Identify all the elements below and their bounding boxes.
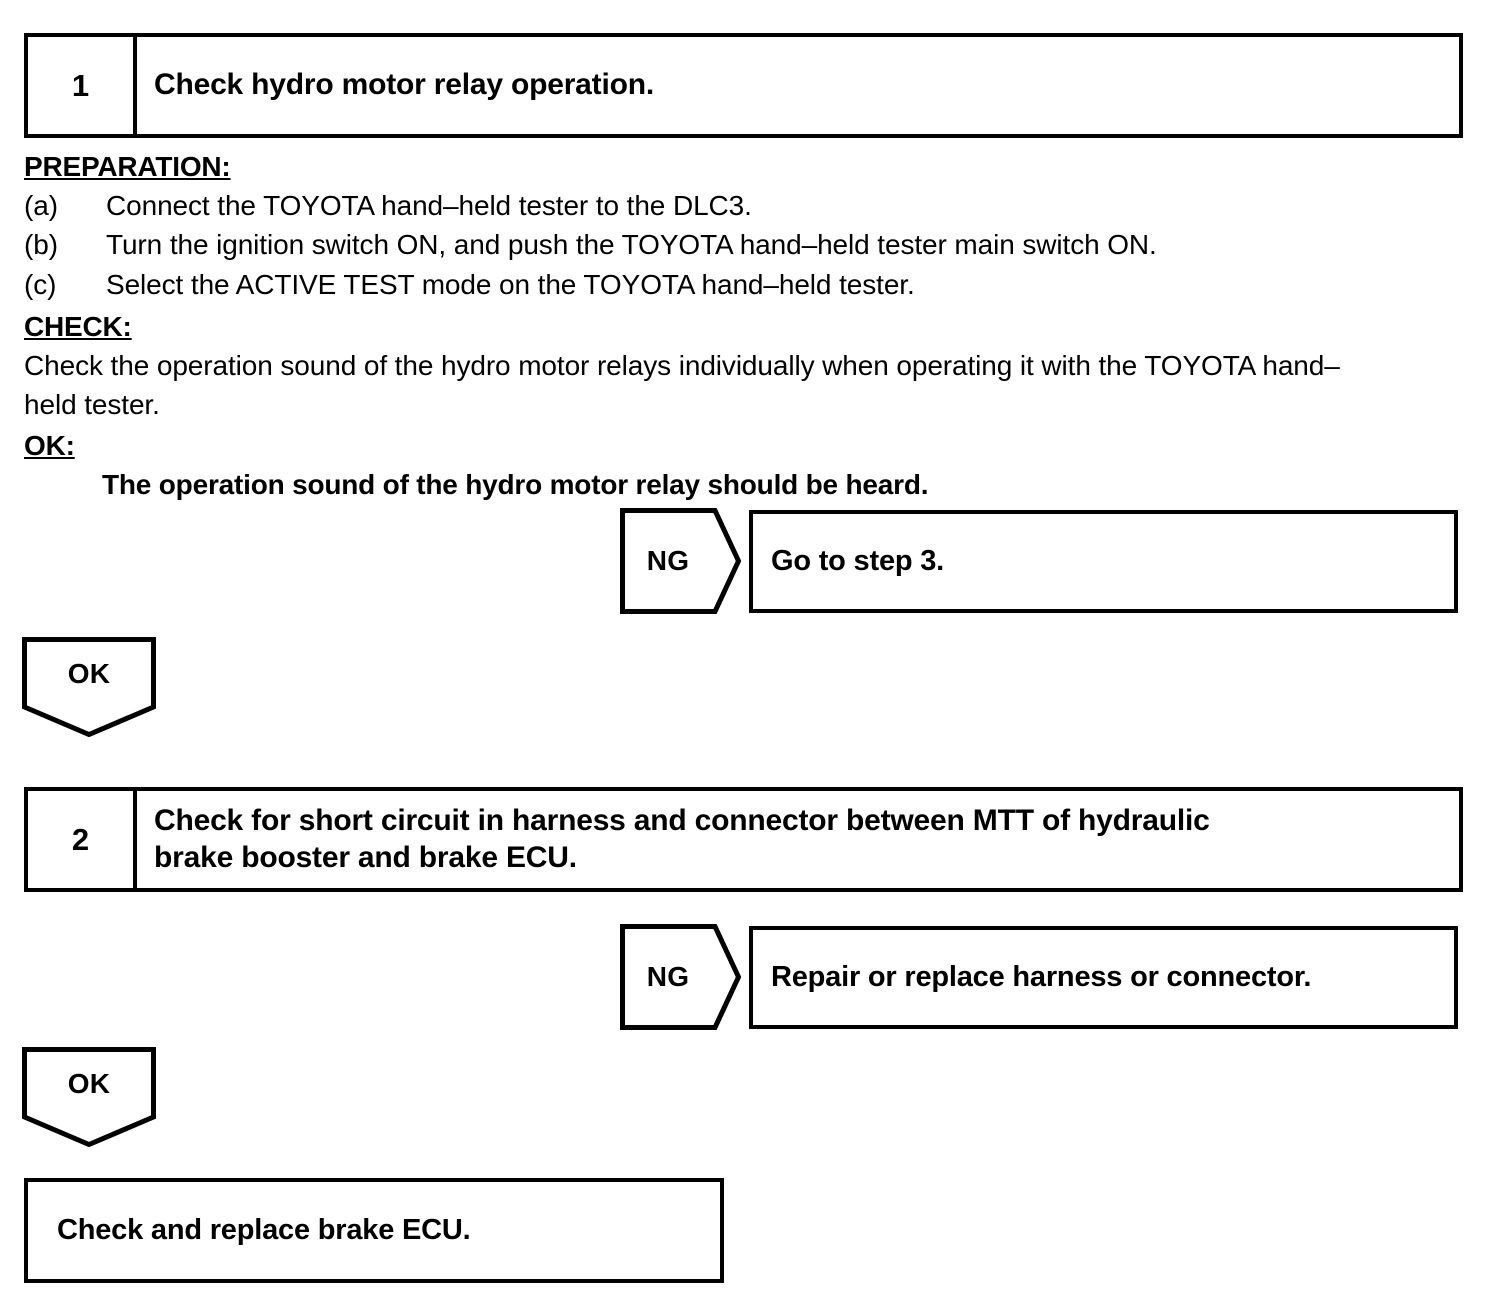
preparation-heading: PREPARATION: bbox=[24, 151, 231, 182]
step-2-ng-result-box: Repair or replace harness or connector. bbox=[749, 926, 1458, 1029]
step-2-ok-label: OK bbox=[67, 1068, 111, 1099]
preparation-item-b: (b) Turn the ignition switch ON, and pus… bbox=[24, 225, 1474, 265]
ok-criteria-section: OK: The operation sound of the hydro mot… bbox=[24, 427, 1474, 504]
step-1-ng-pentagon: NG bbox=[620, 508, 741, 614]
step-1-ng-label: NG bbox=[646, 545, 690, 576]
preparation-item-c-marker: (c) bbox=[24, 269, 57, 301]
ok-criteria-heading: OK: bbox=[24, 430, 75, 461]
preparation-item-b-marker: (b) bbox=[24, 229, 58, 261]
step-2-ng-label: NG bbox=[646, 961, 690, 992]
preparation-item-a: (a) Connect the TOYOTA hand–held tester … bbox=[24, 186, 1474, 226]
final-action-box: Check and replace brake ECU. bbox=[24, 1178, 724, 1283]
check-section: CHECK: Check the operation sound of the … bbox=[24, 308, 1474, 425]
final-action-text: Check and replace brake ECU. bbox=[57, 1214, 471, 1246]
preparation-item-a-marker: (a) bbox=[24, 189, 58, 221]
step-1-ng-result-text: Go to step 3. bbox=[771, 545, 945, 577]
step-2-number: 2 bbox=[28, 791, 137, 888]
step-1-title: Check hydro motor relay operation. bbox=[137, 37, 1459, 134]
step-1-ok-pentagon: OK bbox=[22, 637, 156, 737]
step-1-title-line-1: Check hydro motor relay operation. bbox=[154, 68, 654, 102]
check-text-line-1: Check the operation sound of the hydro m… bbox=[24, 349, 1340, 381]
ng-pentagon-icon bbox=[620, 924, 741, 1030]
preparation-item-a-text: Connect the TOYOTA hand–held tester to t… bbox=[106, 189, 752, 221]
check-heading: CHECK: bbox=[24, 311, 132, 342]
ok-pentagon-icon bbox=[22, 637, 156, 737]
step-2-box: 2 Check for short circuit in harness and… bbox=[24, 787, 1463, 892]
ok-criteria-statement: The operation sound of the hydro motor r… bbox=[102, 468, 929, 500]
step-1-box: 1 Check hydro motor relay operation. bbox=[24, 33, 1463, 138]
step-2-title-line-1: Check for short circuit in harness and c… bbox=[154, 803, 1210, 837]
step-2-ng-pentagon: NG bbox=[620, 924, 741, 1030]
preparation-item-b-text: Turn the ignition switch ON, and push th… bbox=[106, 229, 1157, 261]
step-2-title-line-2: brake booster and brake ECU. bbox=[154, 840, 577, 874]
preparation-section: PREPARATION: (a) Connect the TOYOTA hand… bbox=[24, 148, 1474, 305]
ok-pentagon-icon bbox=[22, 1047, 156, 1147]
preparation-item-c-text: Select the ACTIVE TEST mode on the TOYOT… bbox=[106, 269, 915, 301]
step-2-title: Check for short circuit in harness and c… bbox=[137, 791, 1459, 888]
preparation-item-c: (c) Select the ACTIVE TEST mode on the T… bbox=[24, 265, 1474, 305]
step-1-ok-label: OK bbox=[67, 658, 111, 689]
step-1-ng-result-box: Go to step 3. bbox=[749, 510, 1458, 613]
check-text-line-2: held tester. bbox=[24, 389, 160, 421]
ng-pentagon-icon bbox=[620, 508, 741, 614]
step-1-number: 1 bbox=[28, 37, 137, 134]
step-2-ng-result-text: Repair or replace harness or connector. bbox=[771, 961, 1312, 993]
step-2-ok-pentagon: OK bbox=[22, 1047, 156, 1147]
